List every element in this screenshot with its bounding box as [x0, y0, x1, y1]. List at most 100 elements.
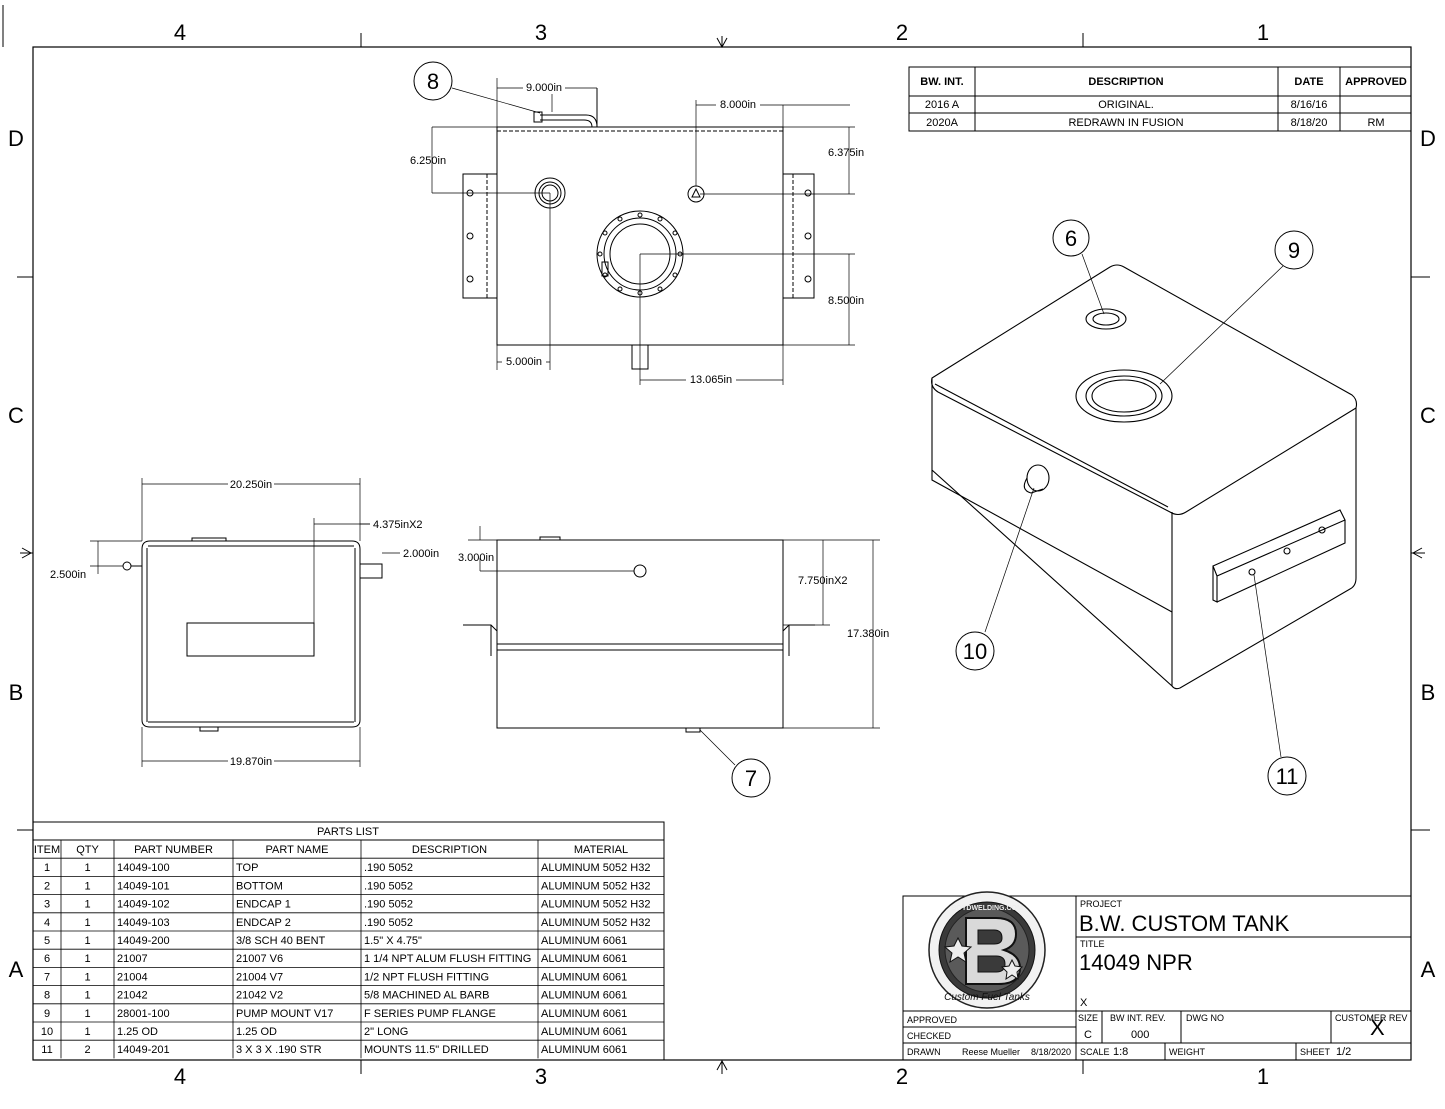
- parts-cell: ALUMINUM 5052 H32: [541, 880, 650, 892]
- end-view-barb: [122, 561, 132, 571]
- parts-cell: 2: [84, 1044, 90, 1056]
- parts-cell: 8: [44, 990, 50, 1002]
- parts-cell: .190 5052: [364, 862, 413, 874]
- parts-cell: ENDCAP 1: [236, 899, 291, 911]
- dim-2-500: 2.500in: [50, 569, 86, 581]
- side-view-flanges: [463, 624, 815, 632]
- parts-cell: ALUMINUM 6061: [541, 971, 627, 983]
- parts-cell: ALUMINUM 6061: [541, 935, 627, 947]
- balloons: 8 6 9 10 7 11: [413, 61, 1314, 798]
- parts-cell: ALUMINUM 6061: [541, 953, 627, 965]
- rev-cell: 8/18/20: [1291, 117, 1328, 129]
- balloon-6-label: 6: [1065, 226, 1077, 251]
- right-mount-flange: [782, 173, 815, 299]
- zone-col-1-top: 1: [1257, 20, 1269, 45]
- iso-nozzle: [1026, 464, 1050, 492]
- parts-header: MATERIAL: [574, 844, 628, 856]
- dim-6-250: 6.250in: [410, 155, 446, 167]
- balloon-7-label: 7: [745, 766, 757, 791]
- zone-row-b-right: B: [1421, 680, 1436, 705]
- zone-row-d-right: D: [1420, 126, 1436, 151]
- zone-col-4-bottom: 4: [174, 1064, 186, 1089]
- project-label: PROJECT: [1080, 899, 1123, 909]
- drawing-title: 14049 NPR: [1079, 950, 1193, 975]
- left-mount-flange: [462, 173, 498, 299]
- dim-5-000: 5.000in: [506, 356, 542, 368]
- balloon-8-label: 8: [427, 69, 439, 94]
- parts-cell: 6: [44, 953, 50, 965]
- rev-cell: ORIGINAL.: [1098, 99, 1154, 111]
- end-view-nozzle: [359, 563, 383, 579]
- end-view-body: [141, 540, 361, 728]
- parts-cell: .190 5052: [364, 899, 413, 911]
- rev-header-description: DESCRIPTION: [1088, 76, 1163, 88]
- parts-cell: ALUMINUM 6061: [541, 1008, 627, 1020]
- parts-cell: 21004: [117, 971, 148, 983]
- side-view-body: [496, 539, 784, 729]
- parts-header: ITEM: [34, 844, 60, 856]
- parts-cell: 1: [84, 935, 90, 947]
- parts-cell: ALUMINUM 5052 H32: [541, 862, 650, 874]
- title-x-mark: X: [1080, 997, 1088, 1009]
- title-label: TITLE: [1080, 939, 1105, 949]
- balloon-6: [1052, 219, 1090, 257]
- sheet-label: SHEET: [1300, 1047, 1331, 1057]
- rev-cell: RM: [1367, 117, 1384, 129]
- parts-cell: 21007: [117, 953, 148, 965]
- parts-cell: 3: [44, 899, 50, 911]
- parts-header: PART NAME: [266, 844, 329, 856]
- zone-col-2-top: 2: [896, 20, 908, 45]
- parts-cell: 1 1/4 NPT ALUM FLUSH FITTING: [364, 953, 531, 965]
- parts-cell: ENDCAP 2: [236, 917, 291, 929]
- parts-cell: 21042 V2: [236, 990, 283, 1002]
- flange-bolts: [597, 212, 683, 296]
- parts-cell: 1: [84, 1026, 90, 1038]
- balloon-9-label: 9: [1288, 238, 1300, 263]
- parts-cell: 1: [44, 862, 50, 874]
- parts-cell: BOTTOM: [236, 880, 283, 892]
- balloon-8: [413, 61, 453, 101]
- zone-row-a-left: A: [9, 957, 24, 982]
- sheet-value: 1/2: [1336, 1046, 1351, 1058]
- dim-4-375: 4.375inX2: [373, 519, 423, 531]
- parts-cell: MOUNTS 11.5" DRILLED: [364, 1044, 489, 1056]
- parts-cell: ALUMINUM 6061: [541, 990, 627, 1002]
- parts-cell: ALUMINUM 5052 H32: [541, 899, 650, 911]
- side-view: 3.000in 7.750inX2 17.380in: [458, 526, 889, 766]
- dim-7-750: 7.750inX2: [798, 575, 848, 587]
- scale-value: 1:8: [1113, 1046, 1128, 1058]
- balloon-10: [955, 631, 995, 671]
- parts-cell: 3/8 SCH 40 BENT: [236, 935, 326, 947]
- rev-header-bw: BW. INT.: [920, 76, 963, 88]
- rev-cell: 8/16/16: [1291, 99, 1328, 111]
- parts-cell: 21042: [117, 990, 148, 1002]
- parts-cell: 14049-101: [117, 880, 170, 892]
- parts-cell: 1: [84, 990, 90, 1002]
- parts-list-title: PARTS LIST: [317, 826, 379, 838]
- parts-cell: 11: [41, 1044, 52, 1056]
- dim-8-000: 8.000in: [720, 99, 756, 111]
- zone-row-c-left: C: [8, 403, 24, 428]
- zone-col-1-bottom: 1: [1257, 1064, 1269, 1089]
- parts-cell: 3 X 3 X .190 STR: [236, 1044, 322, 1056]
- top-view: 9.000in 8.000in 6.250in 6.375in 8.500in …: [410, 78, 864, 386]
- customer-rev-label: CUSTOMER REV: [1335, 1013, 1407, 1023]
- zone-row-a-right: A: [1421, 957, 1436, 982]
- end-view: 20.250in 4.375inX2 2.000in 2.500in 19.87…: [50, 477, 439, 768]
- company-logo: BOYDWELDING.COM Custom Fuel Tanks: [928, 891, 1046, 1009]
- parts-header: PART NUMBER: [134, 844, 213, 856]
- parts-cell: 9: [44, 1008, 50, 1020]
- dwg-no-label: DWG NO: [1186, 1013, 1224, 1023]
- parts-cell: 7: [44, 971, 50, 983]
- dim-2-000: 2.000in: [403, 548, 439, 560]
- parts-cell: ALUMINUM 6061: [541, 1026, 627, 1038]
- rev-header-date: DATE: [1294, 76, 1323, 88]
- parts-cell: PUMP MOUNT V17: [236, 1008, 333, 1020]
- parts-cell: 1: [84, 971, 90, 983]
- project-name: B.W. CUSTOM TANK: [1079, 911, 1290, 936]
- parts-header: DESCRIPTION: [412, 844, 487, 856]
- parts-cell: 5/8 MACHINED AL BARB: [364, 990, 490, 1002]
- zone-row-b-left: B: [9, 680, 24, 705]
